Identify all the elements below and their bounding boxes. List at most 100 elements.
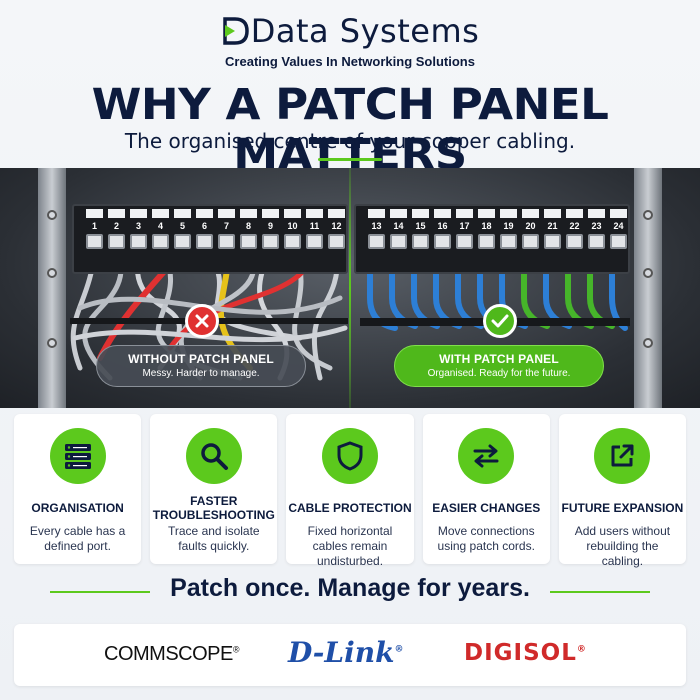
with-title: WITH PATCH PANEL <box>439 352 559 366</box>
port-number: 11 <box>309 221 320 231</box>
registered-mark: ® <box>232 644 240 655</box>
port-number: 9 <box>267 221 273 231</box>
rj45-port <box>456 234 473 249</box>
port-number: 10 <box>287 221 298 231</box>
rj45-port <box>108 234 125 249</box>
rj45-port <box>544 234 561 249</box>
port-number: 3 <box>135 221 141 231</box>
feature-desc: Every cable has a defined port. <box>29 524 126 553</box>
port-number: 19 <box>503 221 514 231</box>
without-title: WITHOUT PATCH PANEL <box>128 352 274 366</box>
rack-rail-left <box>38 168 66 408</box>
check-icon <box>483 304 517 338</box>
digisol-name: DIGISOL <box>464 640 577 666</box>
rj45-port <box>240 234 257 249</box>
rack-screw <box>643 268 653 278</box>
rack-screw <box>47 338 57 348</box>
port-number: 21 <box>547 221 558 231</box>
port-number: 6 <box>201 221 207 231</box>
dlink-name: D-Link <box>288 636 395 669</box>
port-number: 20 <box>525 221 536 231</box>
server-stack-icon <box>49 428 106 484</box>
feature-title: FASTER TROUBLESHOOTING <box>152 494 275 522</box>
swap-arrows-icon <box>458 428 515 484</box>
feature-card-cable-protection: CABLE PROTECTION Fixed horizontal cables… <box>286 414 414 568</box>
feature-card-troubleshooting: FASTER TROUBLESHOOTING Trace and isolate… <box>150 414 278 564</box>
rj45-port <box>262 234 279 249</box>
rj45-port <box>306 234 323 249</box>
with-patch-panel-badge: WITH PATCH PANEL Organised. Ready for th… <box>394 345 604 387</box>
page-subtitle: The organised centre of your copper cabl… <box>124 129 576 153</box>
feature-title: FUTURE EXPANSION <box>561 501 684 515</box>
rj45-port <box>588 234 605 249</box>
feature-title: CABLE PROTECTION <box>288 501 412 515</box>
port-label-strip <box>284 209 301 218</box>
port-label-strip <box>218 209 235 218</box>
comparison-divider <box>349 168 351 408</box>
rack-rail-right <box>634 168 662 408</box>
registered-mark: ® <box>394 644 404 655</box>
port-label-strip <box>566 209 583 218</box>
port-label-strip <box>434 209 451 218</box>
rack-screw <box>643 338 653 348</box>
rj45-port <box>610 234 627 249</box>
brand-name: Data Systems <box>250 12 480 50</box>
feature-card-easier-changes: EASIER CHANGES Move connections using pa… <box>422 414 550 564</box>
dlink-logo: D-Link® <box>288 636 404 669</box>
magnifier-icon <box>185 428 242 484</box>
rj45-port <box>328 234 345 249</box>
rj45-port <box>500 234 517 249</box>
feature-desc: Fixed horizontal cables remain undisturb… <box>307 524 393 568</box>
port-label-strip <box>412 209 429 218</box>
feature-title: ORGANISATION <box>31 501 124 515</box>
digisol-logo: DIGISOL® <box>464 640 587 666</box>
port-label-strip <box>478 209 495 218</box>
port-label-strip <box>588 209 605 218</box>
port-number: 7 <box>223 221 229 231</box>
rj45-port <box>566 234 583 249</box>
port-label-strip <box>328 209 345 218</box>
rj45-port <box>284 234 301 249</box>
page-title: WHY A PATCH PANEL MATTERS <box>91 80 609 180</box>
rj45-port <box>478 234 495 249</box>
tagline-rule-right <box>550 591 650 593</box>
tagline-rule-left <box>50 591 150 593</box>
feature-title: EASIER CHANGES <box>432 501 541 515</box>
subtitle-underline <box>318 158 382 161</box>
port-number: 4 <box>157 221 163 231</box>
rj45-port <box>174 234 191 249</box>
port-label-strip <box>152 209 169 218</box>
port-number: 1 <box>91 221 97 231</box>
port-number: 2 <box>113 221 119 231</box>
feature-card-organisation: ORGANISATION Every cable has a defined p… <box>14 414 142 564</box>
port-number: 14 <box>393 221 404 231</box>
port-number: 5 <box>179 221 185 231</box>
shield-icon <box>322 428 378 484</box>
with-subtitle: Organised. Ready for the future. <box>427 368 571 379</box>
external-link-icon <box>594 428 651 484</box>
port-label-strip <box>196 209 213 218</box>
port-label-strip <box>174 209 191 218</box>
port-label-strip <box>610 209 627 218</box>
rj45-port <box>218 234 235 249</box>
rj45-port <box>434 234 451 249</box>
rj45-port <box>130 234 147 249</box>
rack-screw <box>47 210 57 220</box>
without-patch-panel-badge: WITHOUT PATCH PANEL Messy. Harder to man… <box>96 345 306 387</box>
without-subtitle: Messy. Harder to manage. <box>142 368 260 379</box>
feature-card-future-expansion: FUTURE EXPANSION Add users without rebui… <box>558 414 687 568</box>
rj45-port <box>86 234 103 249</box>
brand-header: Data Systems Creating Values In Networki… <box>0 12 700 69</box>
port-label-strip <box>262 209 279 218</box>
port-label-strip <box>390 209 407 218</box>
port-label-strip <box>108 209 125 218</box>
port-number: 13 <box>371 221 382 231</box>
rj45-port <box>412 234 429 249</box>
port-number: 16 <box>437 221 448 231</box>
rj45-port <box>522 234 539 249</box>
rack-screw <box>643 210 653 220</box>
port-label-strip <box>456 209 473 218</box>
port-number: 15 <box>415 221 426 231</box>
